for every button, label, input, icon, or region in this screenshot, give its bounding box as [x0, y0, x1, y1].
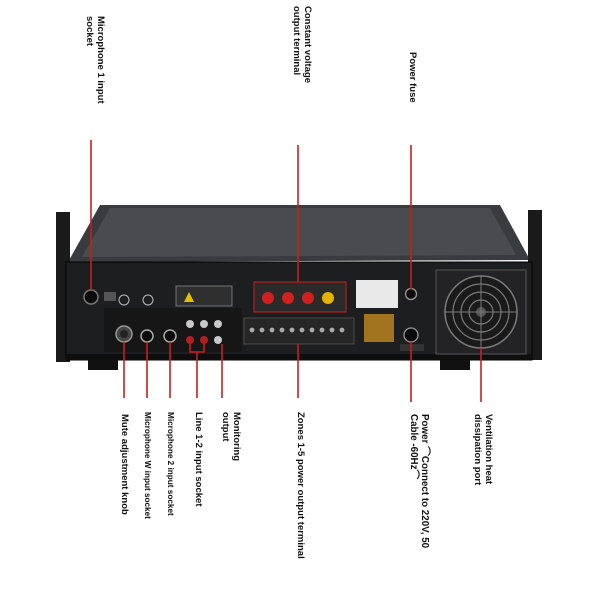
- cv-terminal-3: [302, 292, 314, 304]
- rear-panel-bottom: [66, 354, 532, 360]
- gold-sticker: [364, 314, 394, 342]
- label-power-cable-line1: Power ⌒Connect to 220V, 50: [419, 414, 430, 549]
- rca-5: [200, 336, 208, 344]
- cv-terminal-1: [262, 292, 274, 304]
- label-line12: Line 1-2 input socket: [193, 412, 204, 507]
- label-mic-w: Microphone W input socket: [142, 412, 153, 519]
- label-ventilation-line1: Ventilation heat: [483, 414, 494, 485]
- power-fuse: [404, 287, 418, 301]
- label-zones: Zones 1-5 power output terminal: [295, 412, 306, 559]
- mic-w-socket: [140, 329, 154, 343]
- cable-plate: [400, 344, 424, 351]
- foot-right: [440, 360, 470, 370]
- mic1-label-plate: [104, 292, 116, 301]
- leader-lines: [90, 140, 482, 402]
- warning-triangle: [184, 292, 194, 302]
- mic1-socket: [83, 289, 99, 305]
- warning-plate: [175, 285, 233, 307]
- power-cable-entry: [403, 327, 419, 343]
- cv-terminal-2: [282, 292, 294, 304]
- foot-left: [88, 360, 118, 370]
- label-mic1-line2: socket: [84, 16, 95, 47]
- label-mute: Mute adjustment knob: [119, 414, 130, 515]
- logo-2: [142, 294, 154, 306]
- rca-1: [186, 320, 194, 328]
- mic2-socket: [163, 329, 177, 343]
- rca-3: [214, 320, 222, 328]
- label-power-cable: Power ⌒Connect to 220V, 50 Cable -60Hz⌒: [408, 414, 430, 548]
- label-mic-w-line1: Microphone W input socket: [143, 412, 152, 519]
- cv-terminal-4: [322, 292, 334, 304]
- label-power-fuse-line1: Power fuse: [407, 52, 418, 103]
- label-power-fuse: Power fuse: [407, 52, 418, 103]
- label-mic1: Microphone 1 input socket: [84, 16, 106, 104]
- label-mic1-line1: Microphone 1 input: [95, 16, 106, 104]
- label-mic2-line1: Microphone 2 input socket: [166, 412, 175, 516]
- label-cv-terminal: Constant voltage output terminal: [291, 6, 313, 83]
- info-sticker: [356, 280, 398, 308]
- label-mute-line1: Mute adjustment knob: [119, 414, 130, 515]
- label-monitoring-line1: Monitoring: [231, 412, 242, 462]
- label-ventilation-line2: dissipation port: [472, 414, 483, 486]
- label-line12-line1: Line 1-2 input socket: [193, 412, 204, 507]
- chassis-top-highlight: [82, 208, 516, 257]
- label-mic2: Microphone 2 input socket: [165, 412, 176, 516]
- label-cv-terminal-line1: Constant voltage: [302, 6, 313, 84]
- label-cv-terminal-line2: output terminal: [291, 6, 302, 76]
- label-monitoring-line2: output: [220, 412, 231, 442]
- label-zones-line1: Zones 1-5 power output terminal: [295, 412, 306, 559]
- rca-4: [186, 336, 194, 344]
- label-power-cable-line2: Cable -60Hz⌒: [408, 414, 419, 480]
- zone-terminal-screws: [249, 327, 345, 333]
- mute-knob-cap: [120, 330, 128, 338]
- label-ventilation: Ventilation heat dissipation port: [472, 414, 494, 485]
- rca-2: [200, 320, 208, 328]
- label-monitoring: Monitoring output: [220, 412, 242, 461]
- logo-1: [118, 294, 130, 306]
- rca-6: [214, 336, 222, 344]
